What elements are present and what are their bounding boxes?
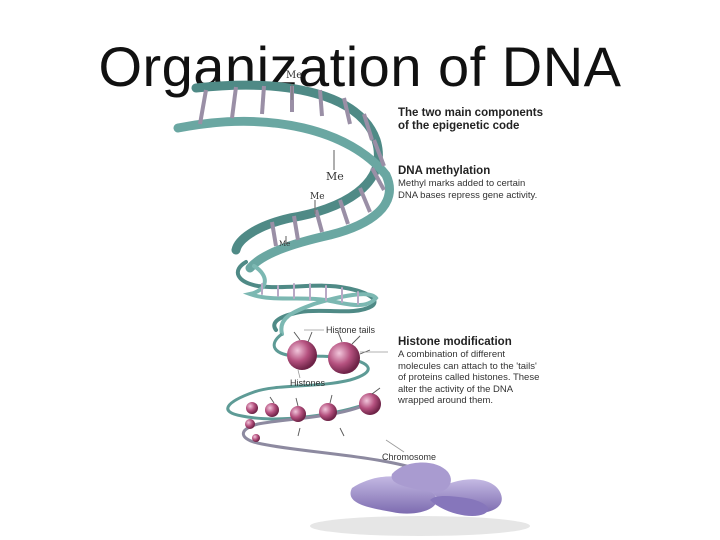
histone	[290, 406, 306, 422]
histone-modification-caption: Histone modification A combination of di…	[398, 336, 539, 407]
methyl-mark-label: Me	[310, 192, 325, 202]
histone	[328, 342, 360, 374]
methyl-mark-label: Me	[279, 240, 290, 248]
methyl-mark-label: Me	[326, 170, 344, 183]
histones-label: Histones	[290, 378, 325, 388]
histone	[359, 393, 381, 415]
components-heading-line1: The two main components	[398, 107, 543, 120]
histone-modification-body-line5: wrapped around them.	[398, 395, 539, 407]
histone-modification-heading: Histone modification	[398, 336, 539, 349]
histone-modification-body-line1: A combination of different	[398, 349, 539, 361]
methyl-mark-label: Me	[286, 70, 302, 81]
methylation-body-line2: DNA bases repress gene activity.	[398, 190, 537, 202]
methylation-body-line1: Methyl marks added to certain	[398, 178, 537, 190]
histone	[265, 403, 279, 417]
chromosome	[310, 462, 530, 536]
histone-modification-body-line2: molecules can attach to the 'tails'	[398, 361, 539, 373]
histone	[252, 434, 260, 442]
histone-modification-body-line3: of proteins called histones. These	[398, 372, 539, 384]
components-heading-line2: of the epigenetic code	[398, 120, 543, 133]
components-heading: The two main components of the epigeneti…	[398, 107, 543, 133]
histone-tails-label: Histone tails	[326, 325, 375, 335]
double-helix	[238, 262, 376, 334]
chromosome-label: Chromosome	[382, 452, 436, 462]
histone	[287, 340, 317, 370]
histone	[245, 419, 255, 429]
nucleosome-chain	[228, 330, 420, 470]
methylation-caption: DNA methylation Methyl marks added to ce…	[398, 165, 537, 201]
histone-modification-body-line4: alter the activity of the DNA	[398, 384, 539, 396]
histone	[319, 403, 337, 421]
methylation-heading: DNA methylation	[398, 165, 537, 178]
histone	[246, 402, 258, 414]
